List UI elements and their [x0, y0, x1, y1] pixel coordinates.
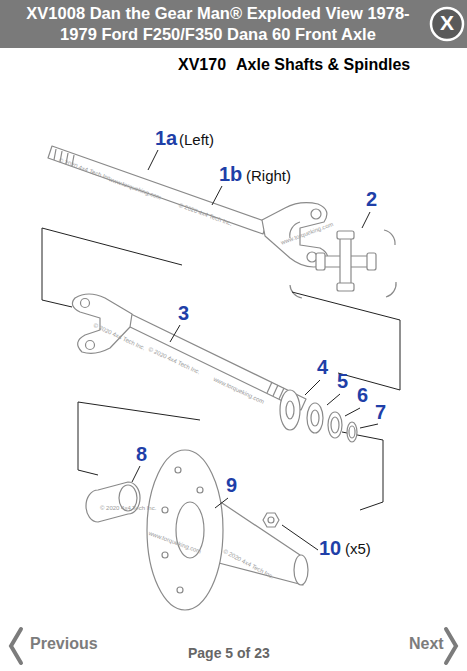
spindle	[147, 450, 308, 610]
group-bracket	[42, 228, 400, 510]
inner-axle-shaft	[72, 294, 306, 410]
callout-number: 1a	[155, 127, 177, 150]
watermark: © 2020 4x4 Tech Inc.	[100, 505, 156, 512]
callout-note: (Left)	[179, 131, 214, 148]
nav-chevrons	[11, 629, 456, 663]
callout-number: 4	[317, 356, 328, 379]
leader-lines	[132, 150, 378, 550]
callout-number: 3	[178, 302, 189, 325]
page-title: XV1008 Dan the Gear Man® Exploded View 1…	[16, 3, 420, 46]
page-indicator: Page 5 of 23	[188, 645, 270, 661]
spindle-bearing	[86, 482, 140, 522]
close-button	[431, 8, 463, 40]
callout-number: 1b	[219, 163, 242, 186]
nav-link: Previous	[30, 635, 98, 653]
callout-number: 2	[366, 188, 377, 211]
section-title: Axle Shafts & Spindles	[236, 56, 410, 74]
callout-number: 6	[357, 384, 368, 407]
callout-number: 5	[337, 370, 348, 393]
callout-number: 10	[319, 537, 341, 560]
section-code: XV170	[178, 56, 226, 74]
close-button-label: X	[431, 11, 463, 35]
callout-note: (x5)	[345, 540, 371, 557]
callout-number: 7	[375, 401, 386, 424]
stud-nut	[263, 513, 279, 527]
callout-note: (Right)	[246, 167, 291, 184]
callout-number: 8	[136, 443, 147, 466]
nav-link: Next	[409, 635, 444, 653]
callout-number: 9	[226, 474, 237, 497]
outer-axle-shaft	[48, 146, 328, 267]
